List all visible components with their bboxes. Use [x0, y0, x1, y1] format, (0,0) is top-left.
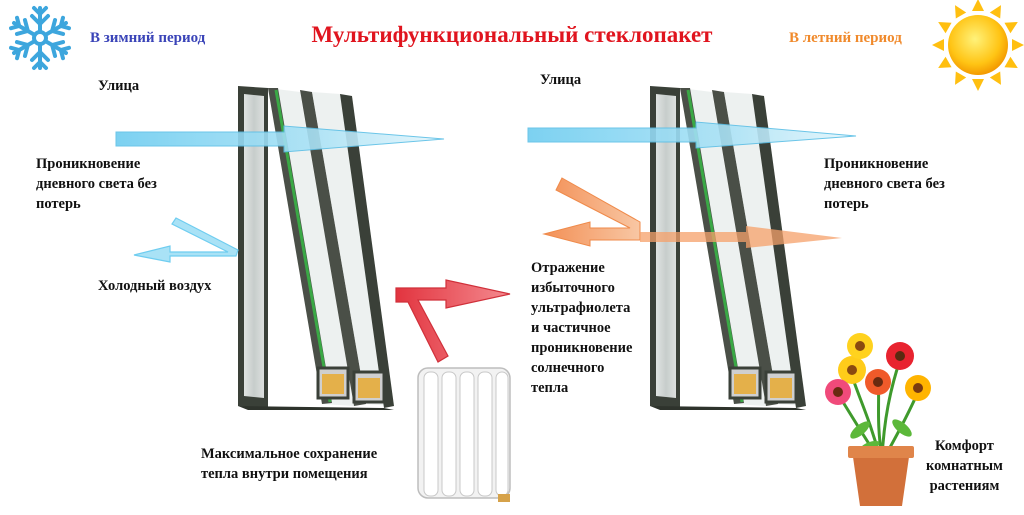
reflection-label: Отражение избыточного ультрафиолета и ча…	[531, 260, 633, 396]
sun-icon	[932, 0, 1024, 91]
daylight-arrow-summer	[527, 121, 857, 149]
heat-keep-label: Максимальное сохранение тепла внутри пом…	[201, 446, 378, 482]
summer-street-label: Улица	[540, 72, 582, 88]
flower	[825, 333, 931, 405]
window-winter	[238, 86, 394, 410]
page-title: Мультифункциональный стеклопакет	[311, 22, 713, 47]
cold-air-label: Холодный воздух	[98, 278, 212, 294]
summer-period-label: В летний период	[789, 30, 902, 46]
cold-air-arrow	[133, 217, 239, 263]
heat-arrow	[395, 279, 511, 363]
solar-heat-arrow	[640, 226, 842, 248]
window-summer	[650, 86, 806, 410]
winter-street-label: Улица	[98, 78, 140, 94]
daylight-arrow-winter	[115, 125, 445, 153]
snowflake-icon	[8, 6, 72, 70]
radiator-icon	[417, 367, 511, 502]
solar-reflection-arrow	[542, 177, 641, 247]
summer-daylight-label: Проникновение дневного света без потерь	[824, 156, 945, 212]
flower-pot-icon	[825, 333, 931, 506]
winter-period-label: В зимний период	[90, 30, 206, 46]
plants-comfort-label: Комфорт комнатным растениям	[926, 438, 1003, 494]
winter-daylight-label: Проникновение дневного света без потерь	[36, 156, 157, 212]
